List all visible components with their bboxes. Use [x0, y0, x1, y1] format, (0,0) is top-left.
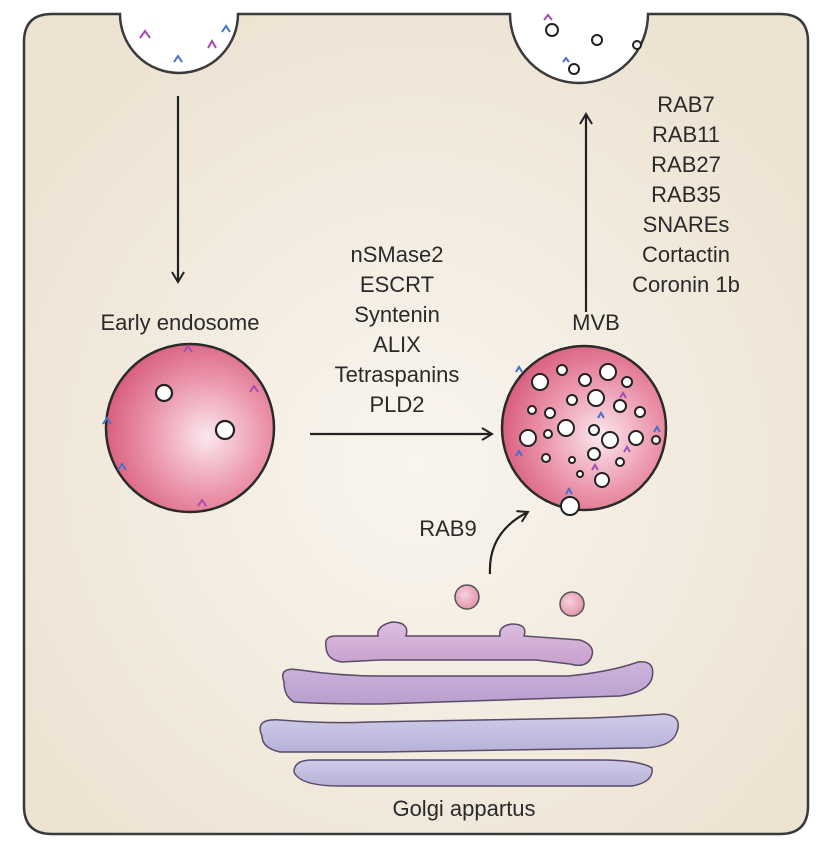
secretion-factor: Coronin 1b [632, 272, 740, 297]
transport-factor: PLD2 [369, 392, 424, 417]
transport-factor: ESCRT [360, 272, 434, 297]
rab9-arrow [488, 510, 530, 575]
secretion-factor: RAB27 [651, 152, 721, 177]
golgi-label: Golgi appartus [392, 796, 535, 821]
secretion-factor: RAB35 [651, 182, 721, 207]
cell-membrane [22, 12, 810, 836]
early-endosome [102, 342, 276, 514]
mvb-label: MVB [572, 310, 620, 335]
transport-factor: Syntenin [354, 302, 440, 327]
pocket-markers [139, 24, 231, 63]
golgi-vesicle [454, 584, 480, 610]
secretion-factor-list: RAB7 RAB11 RAB27 RAB35 SNAREs Cortactin … [632, 92, 740, 297]
rab9-label: RAB9 [419, 516, 476, 541]
secretion-factor: RAB7 [657, 92, 714, 117]
secretion-factor: RAB11 [652, 122, 720, 147]
transport-factor: ALIX [373, 332, 421, 357]
secretion-factor: SNAREs [643, 212, 730, 237]
transport-factor: nSMase2 [351, 242, 444, 267]
golgi-vesicle [559, 591, 585, 617]
transport-factor-list: nSMase2 ESCRT Syntenin ALIX Tetraspanins… [335, 242, 460, 417]
transport-factor: Tetraspanins [335, 362, 460, 387]
released-exosomes [543, 13, 642, 75]
early-endosome-label: Early endosome [101, 310, 260, 335]
multivesicular-body [500, 344, 668, 516]
secretion-factor: Cortactin [642, 242, 730, 267]
golgi-apparatus [259, 621, 679, 787]
